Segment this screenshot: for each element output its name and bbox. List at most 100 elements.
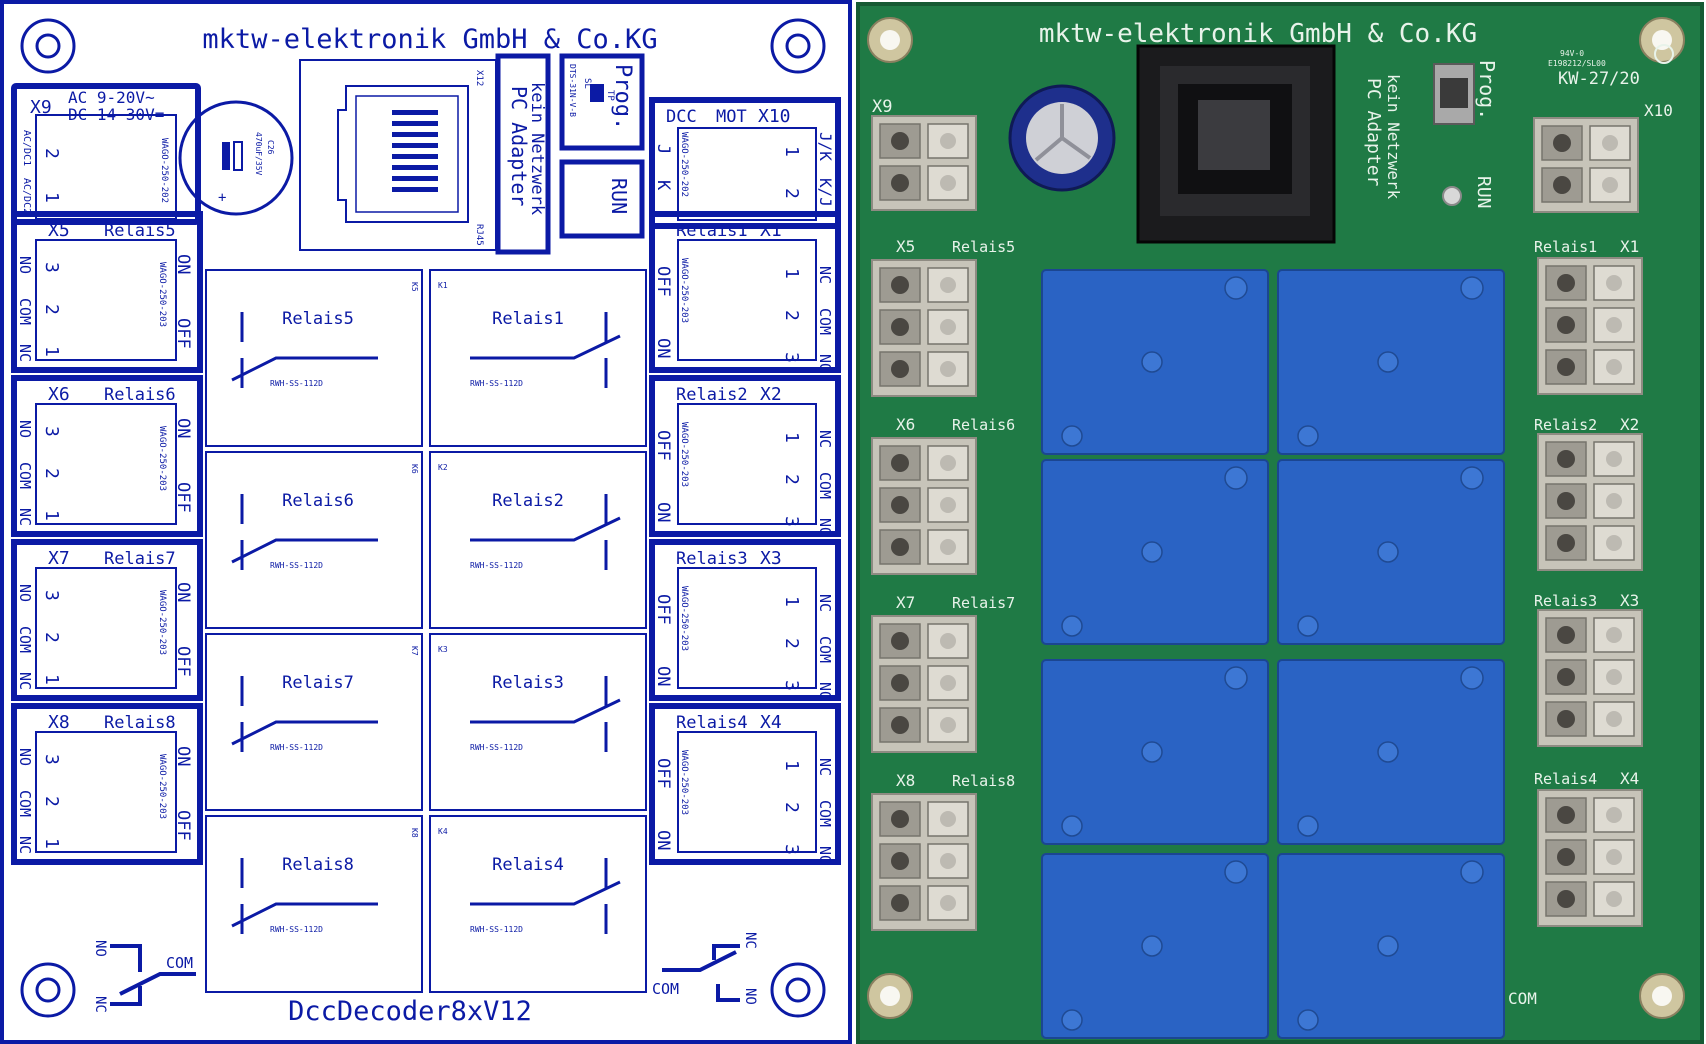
- terminal-connector-ref: X7: [48, 548, 70, 569]
- terminal-label-no: NO: [816, 682, 834, 700]
- photo-terminal-x10: [1533, 117, 1639, 213]
- terminal-pin-3: 3: [781, 352, 802, 363]
- dcc-header: DCC: [666, 107, 697, 127]
- terminal-relay-name: Relais6: [104, 385, 176, 405]
- terminal-label-off: OFF: [653, 430, 673, 461]
- photo-terminal-right-0: [1537, 257, 1643, 395]
- terminal-label-on: ON: [173, 582, 193, 602]
- photo-relay: [1277, 459, 1505, 645]
- capacitor-c26: + C26 470uF/35V: [178, 100, 294, 216]
- photo-terminal-x9: [871, 115, 977, 211]
- photo-terminal-relay: Relais2: [1534, 416, 1597, 434]
- photo-terminal-ref: X5: [896, 237, 915, 256]
- photo-rj45-line2: kein Netzwerk: [1384, 74, 1403, 200]
- terminal-wago-part: WAGO-250-203: [157, 262, 167, 327]
- photo-terminal-left-0: [871, 259, 977, 397]
- terminal-pin-1: 1: [781, 268, 802, 279]
- photo-run-led: [1442, 186, 1462, 206]
- power-pin-name-1: AC/DC1: [21, 130, 32, 166]
- terminal-pin-1: 1: [781, 760, 802, 771]
- photo-relay: [1277, 659, 1505, 845]
- photo-relay: [1277, 853, 1505, 1039]
- relay-ref: K5: [410, 282, 419, 292]
- terminal-pin-1: 1: [41, 346, 62, 357]
- terminal-wago-part: WAGO-250-203: [157, 426, 167, 491]
- terminal-label-no: NO: [816, 518, 834, 536]
- terminal-connector-ref: X5: [48, 220, 70, 241]
- power-ac-rating: AC 9-20V~: [68, 88, 155, 107]
- terminal-label-off: OFF: [653, 758, 673, 789]
- relay-name: Relais5: [282, 309, 354, 329]
- dcc-left-label-j: J: [653, 144, 673, 154]
- relay-name: Relais1: [492, 309, 564, 329]
- photo-terminal-ref: X1: [1620, 237, 1639, 256]
- terminal-label-off: OFF: [653, 594, 673, 625]
- photo-relay: [1041, 659, 1269, 845]
- relay-part-number: RWH-SS-112D: [470, 379, 523, 388]
- photo-prog-label: Prog.: [1475, 60, 1499, 120]
- terminal-connector-ref: X8: [48, 712, 70, 733]
- relay-ref: K7: [410, 646, 419, 656]
- legend-switch-right: COM NC NO: [652, 932, 758, 1005]
- photo-terminal-left-1: [871, 437, 977, 575]
- power-pin-name-2: AC/DC2: [21, 178, 32, 214]
- terminal-label-no: NO: [816, 846, 834, 864]
- relay-ref: K4: [438, 827, 448, 836]
- photo-terminal-ref: X2: [1620, 415, 1639, 434]
- photo-cert-line-2: E198212/SL00: [1548, 59, 1606, 68]
- terminal-label-com: COM: [816, 308, 834, 335]
- photo-terminal-ref: X4: [1620, 769, 1639, 788]
- dcc-mot-terminal-x10: DCC MOT X10 J K WAGO-250-202 1 2 J/K K/J: [649, 97, 841, 229]
- terminal-label-no: NO: [16, 420, 34, 438]
- relay-ref: K8: [410, 828, 419, 838]
- photo-terminal-relay: Relais5: [952, 238, 1015, 256]
- terminal-label-nc: NC: [816, 758, 834, 776]
- terminal-pin-3: 3: [781, 844, 802, 855]
- relay-part-number: RWH-SS-112D: [270, 743, 323, 752]
- relay-name: Relais3: [492, 673, 564, 693]
- relay-part-number: RWH-SS-112D: [270, 379, 323, 388]
- photo-relays: [1041, 269, 1505, 1039]
- terminal-wago-part: WAGO-250-203: [679, 258, 689, 323]
- terminal-pin-3: 3: [41, 590, 62, 601]
- terminal-pin-3: 3: [781, 680, 802, 691]
- photo-revision: KW-27/20: [1558, 69, 1640, 89]
- photo-terminal-left-3: [871, 793, 977, 931]
- legend-right-nc: NC: [742, 932, 758, 949]
- terminal-pin-3: 3: [781, 516, 802, 527]
- terminal-pin-1: 1: [41, 838, 62, 849]
- terminal-pin-2: 2: [781, 802, 802, 813]
- relay-ref: K2: [438, 463, 448, 472]
- relay-name: Relais8: [282, 855, 354, 875]
- relay-ref: K1: [438, 281, 448, 290]
- terminal-pin-1: 1: [781, 432, 802, 443]
- prog-button-footprint: DTS-31N-V-B SL TP Prog.: [559, 53, 645, 151]
- dcc-right-label-jk: J/K: [816, 132, 835, 161]
- prog-sl-label: SL: [582, 78, 592, 89]
- relay-part-number: RWH-SS-112D: [270, 925, 323, 934]
- photo-x10-label: X10: [1644, 101, 1673, 120]
- capacitor-value: 470uF/35V: [254, 132, 263, 176]
- terminal-label-com: COM: [16, 790, 34, 817]
- terminal-pin-1: 1: [41, 674, 62, 685]
- board-outline: [0, 0, 852, 1044]
- terminal-pin-2: 2: [41, 304, 62, 315]
- relay-footprints: K5Relais5RWH-SS-112DK6Relais6RWH-SS-112D…: [205, 269, 647, 993]
- terminal-label-on: ON: [173, 418, 193, 438]
- terminal-label-on: ON: [653, 666, 673, 686]
- rj45-label-line1: PC Adapter: [507, 86, 531, 206]
- relay-part-number: RWH-SS-112D: [470, 743, 523, 752]
- photo-terminal-relay: Relais7: [952, 594, 1015, 612]
